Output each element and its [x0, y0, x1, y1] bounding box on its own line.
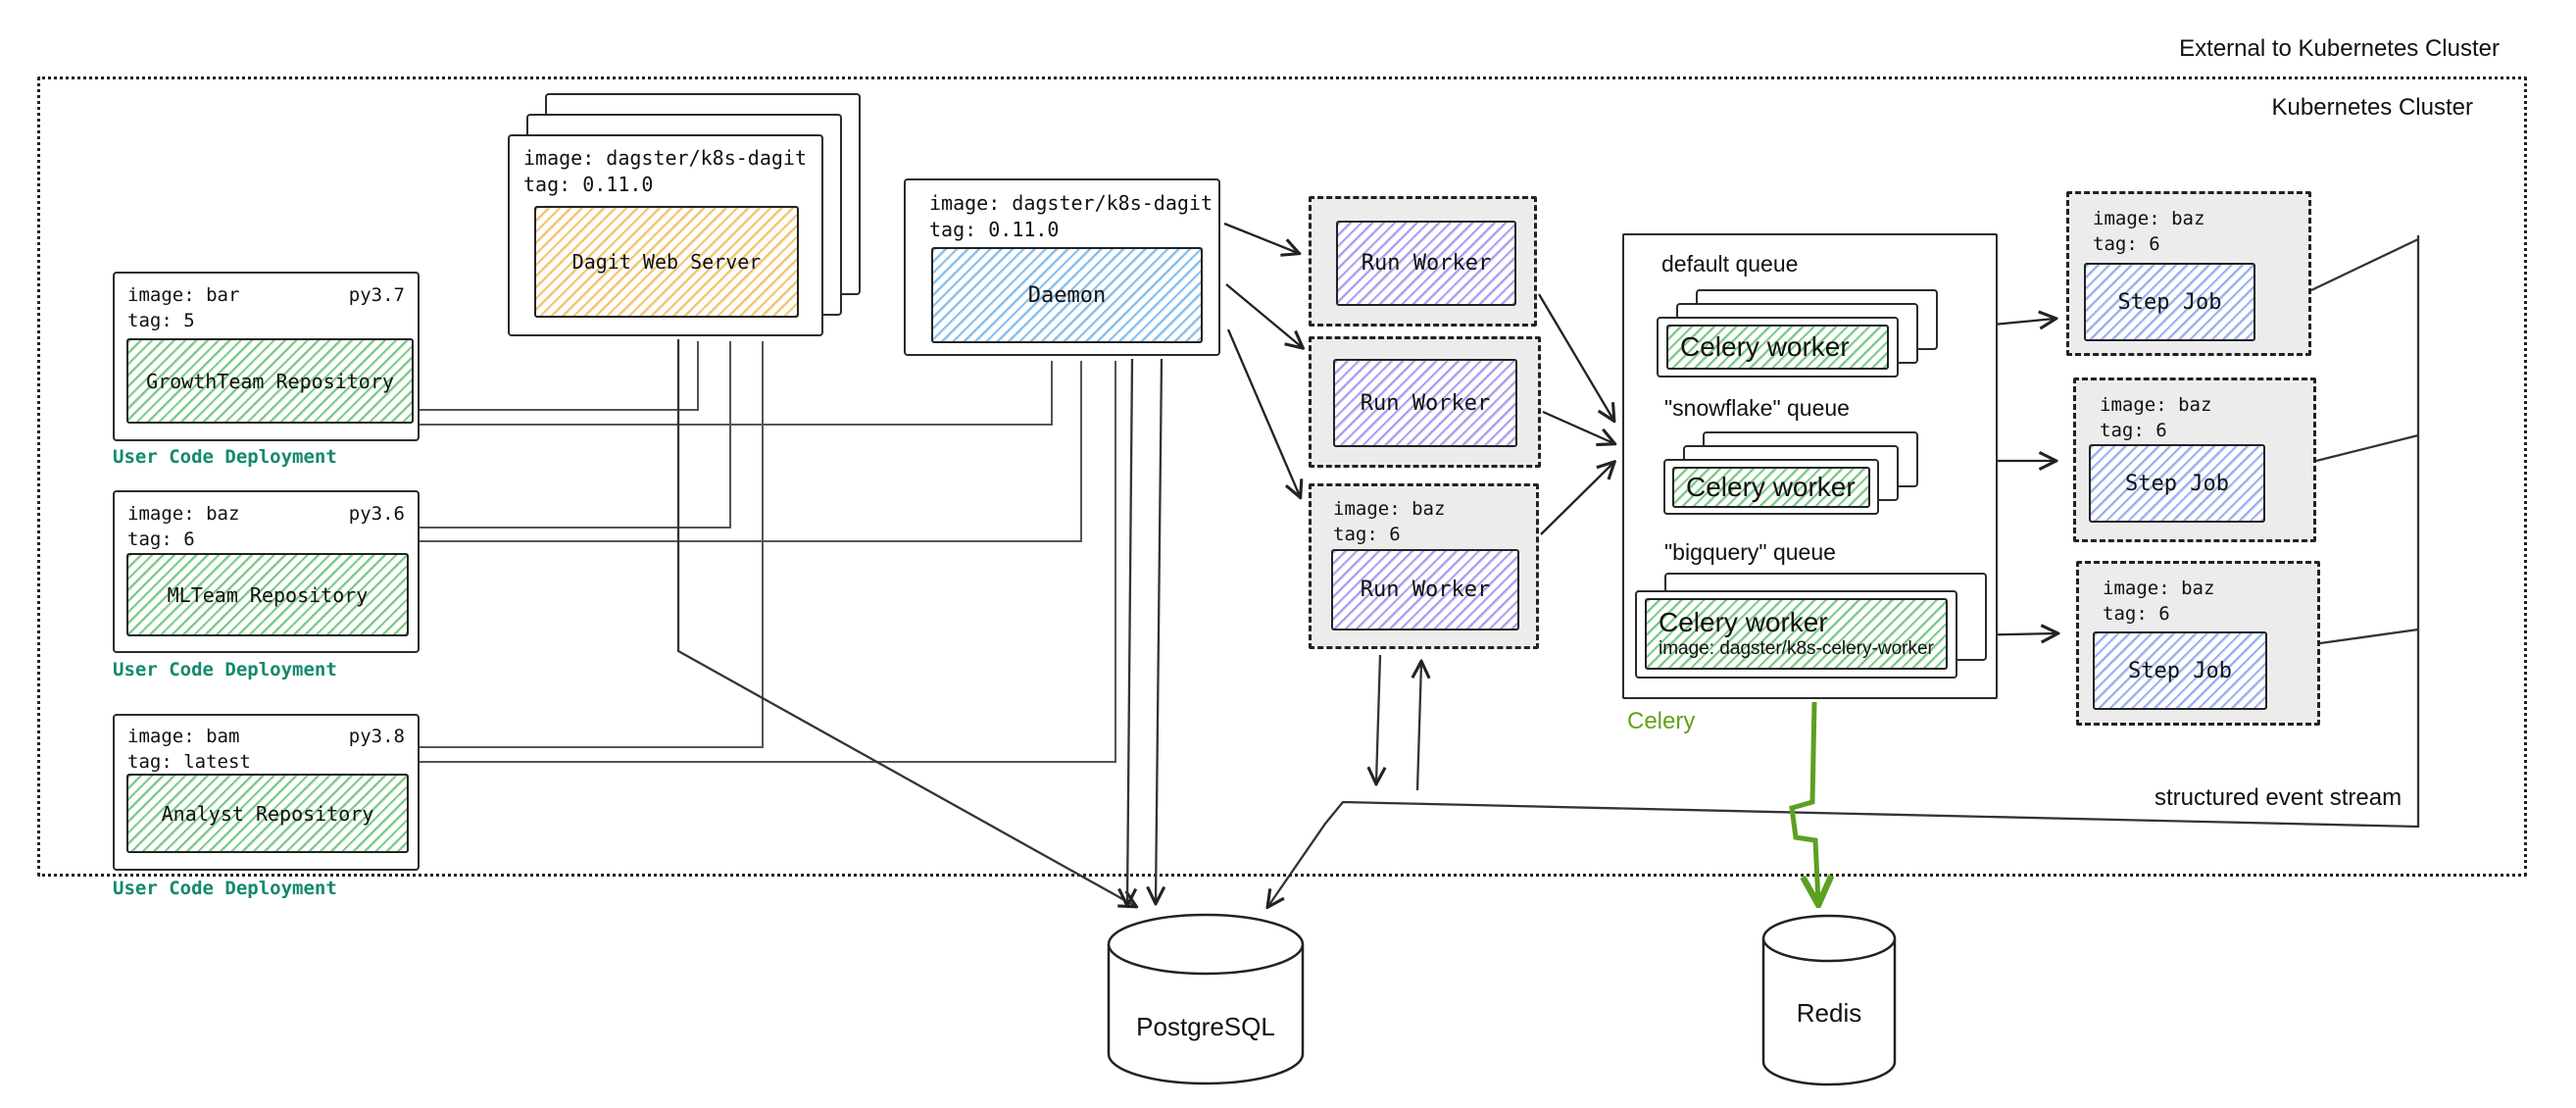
celery-label: Celery [1627, 708, 1696, 734]
run-worker-title: Run Worker [1361, 251, 1492, 276]
run-worker-3: image: baz tag: 6 Run Worker [1309, 483, 1539, 649]
external-cluster-label: External to Kubernetes Cluster [2179, 35, 2500, 62]
user-code-deployment-growthteam: image: bar py3.7 tag: 5 GrowthTeam Repos… [113, 272, 420, 441]
deployment-caption: User Code Deployment [113, 659, 337, 680]
celery-worker-name: Celery worker [1680, 331, 1850, 362]
user-code-deployment-analyst: image: bam py3.8 tag: latest Analyst Rep… [113, 714, 420, 871]
step-job-title: Step Job [2128, 658, 2232, 683]
run-worker-tag: tag: 6 [1333, 524, 1401, 545]
daemon-title: Daemon [1027, 282, 1107, 308]
celery-worker-name: Celery worker [1686, 472, 1856, 502]
run-worker-title: Run Worker [1360, 390, 1491, 416]
repo-image: image: baz [127, 503, 240, 525]
repo-tag: tag: 6 [127, 529, 195, 550]
step-job-2: image: baz tag: 6 Step Job [2073, 378, 2316, 542]
celery-worker-name: Celery worker [1659, 606, 1828, 637]
dagit-tag: tag: 0.11.0 [523, 173, 654, 196]
dagit-title: Dagit Web Server [571, 250, 762, 274]
enqueue-arrows [1538, 293, 1613, 535]
db-write-wires [676, 339, 1162, 906]
repository-name: Analyst Repository [161, 801, 374, 826]
step-job-tag: tag: 6 [2100, 420, 2167, 441]
step-job-image: image: baz [2093, 208, 2205, 229]
redis-broker-arrow [1789, 701, 1818, 902]
user-code-deployment-mlteam: image: baz py3.6 tag: 6 MLTeam Repositor… [113, 490, 420, 653]
celery-worker-bar: Celery worker image: dagster/k8s-celery-… [1645, 598, 1948, 670]
postgres-cylinder [1107, 913, 1305, 1085]
python-version: py3.6 [348, 503, 405, 525]
run-worker-title: Run Worker [1360, 578, 1491, 602]
launch-arrows [1223, 222, 1302, 496]
celery-worker-image: image: dagster/k8s-celery-worker [1659, 637, 1934, 659]
run-worker-image: image: baz [1333, 498, 1446, 520]
python-version: py3.7 [348, 284, 405, 306]
step-job-tag: tag: 6 [2103, 603, 2170, 625]
repo-tag: tag: latest [127, 751, 251, 773]
run-worker-2: Run Worker [1309, 336, 1541, 468]
event-stream-wires [1268, 235, 2420, 906]
repository-name: GrowthTeam Repository [146, 369, 394, 393]
celery-worker-bar: Celery worker [1666, 325, 1889, 370]
repo-image: image: bam [127, 726, 240, 747]
queue-label-bigquery: "bigquery" queue [1664, 539, 1836, 565]
step-job-title: Step Job [2125, 471, 2229, 496]
dagit-web-server: image: dagster/k8s-dagit tag: 0.11.0 Dag… [508, 134, 823, 336]
run-worker-db-arrows [1376, 654, 1421, 791]
python-version: py3.8 [348, 726, 405, 747]
redis-label: Redis [1796, 998, 1862, 1028]
repo-image: image: bar [127, 284, 240, 306]
step-job-image: image: baz [2103, 578, 2215, 599]
daemon-box: image: dagster/k8s-dagit tag: 0.11.0 Dae… [904, 178, 1220, 356]
redis-cylinder [1761, 914, 1897, 1086]
postgres-label: PostgreSQL [1136, 1012, 1275, 1041]
repo-tag: tag: 5 [127, 310, 195, 331]
grpc-wires [420, 341, 1116, 763]
kubernetes-cluster-boundary [37, 76, 2527, 877]
deployment-caption: User Code Deployment [113, 878, 337, 899]
step-job-tag: tag: 6 [2093, 233, 2160, 255]
event-stream-label: structured event stream [2155, 784, 2403, 811]
queue-label-default: default queue [1661, 251, 1799, 277]
deployment-caption: User Code Deployment [113, 446, 337, 468]
run-worker-1: Run Worker [1309, 196, 1537, 327]
dagit-image: image: dagster/k8s-dagit [523, 146, 807, 170]
celery-worker-bar: Celery worker [1672, 467, 1870, 508]
daemon-image: image: dagster/k8s-dagit [929, 191, 1213, 215]
kubernetes-cluster-label: Kubernetes Cluster [2271, 94, 2473, 121]
step-job-3: image: baz tag: 6 Step Job [2076, 561, 2320, 726]
queue-label-snowflake: "snowflake" queue [1664, 395, 1850, 421]
step-job-title: Step Job [2117, 289, 2222, 315]
repository-name: MLTeam Repository [167, 582, 369, 607]
daemon-tag: tag: 0.11.0 [929, 218, 1060, 241]
step-job-1: image: baz tag: 6 Step Job [2066, 191, 2311, 356]
step-job-image: image: baz [2100, 394, 2212, 416]
